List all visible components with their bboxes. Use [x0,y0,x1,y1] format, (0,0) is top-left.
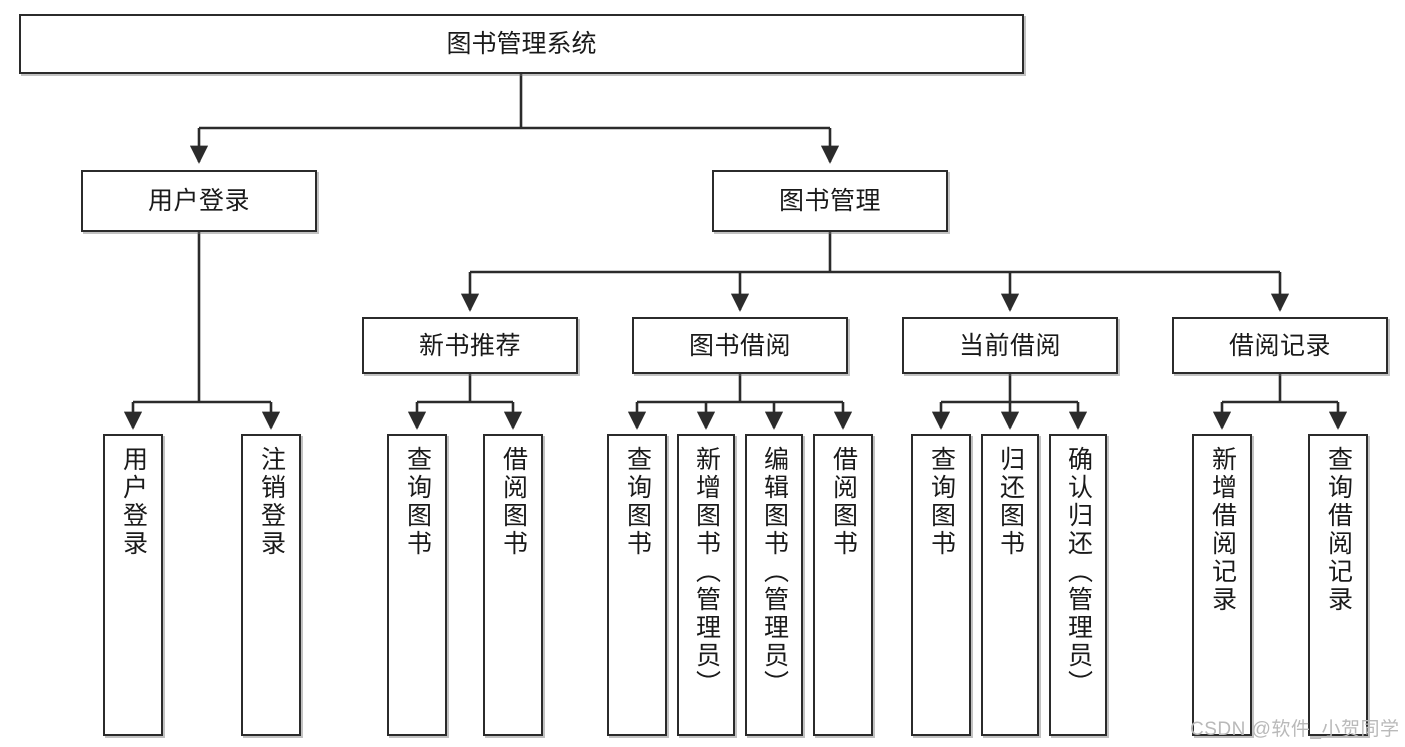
leaf-query-book-2[interactable]: 查询图书 [607,434,667,736]
node-root-label: 图书管理系统 [446,30,597,58]
leaf-query-book-1-label: 查询图书 [403,446,432,558]
leaf-query-book-3-label: 查询图书 [927,446,956,558]
leaf-add-record-label: 新增借阅记录 [1208,446,1237,614]
node-borrow-record[interactable]: 借阅记录 [1172,317,1388,374]
node-borrow-record-label: 借阅记录 [1228,331,1331,360]
leaf-borrow-book-1-label: 借阅图书 [499,446,528,558]
leaf-add-book[interactable]: 新增图书（管理员） [677,434,735,736]
node-user-login-label: 用户登录 [147,187,250,215]
leaf-add-book-label: 新增图书（管理员） [692,446,721,698]
leaf-confirm-return-label: 确认归还（管理员） [1064,446,1093,698]
leaf-edit-book-label: 编辑图书（管理员） [760,446,789,698]
leaf-edit-book[interactable]: 编辑图书（管理员） [745,434,803,736]
node-book-manage[interactable]: 图书管理 [712,170,948,232]
leaf-add-record[interactable]: 新增借阅记录 [1192,434,1252,736]
node-new-book-rec[interactable]: 新书推荐 [362,317,578,374]
leaf-query-book-1[interactable]: 查询图书 [387,434,447,736]
leaf-logout-label: 注销登录 [257,446,286,558]
csdn-watermark: CSDN @软件_小贺同学 [1190,719,1400,740]
leaf-return-book-label: 归还图书 [996,446,1025,558]
leaf-query-record[interactable]: 查询借阅记录 [1308,434,1368,736]
leaf-user-login-label: 用户登录 [119,446,148,558]
node-root[interactable]: 图书管理系统 [19,14,1024,74]
leaf-query-book-3[interactable]: 查询图书 [911,434,971,736]
node-current-borrow-label: 当前借阅 [958,331,1061,360]
leaf-logout[interactable]: 注销登录 [241,434,301,736]
node-current-borrow[interactable]: 当前借阅 [902,317,1118,374]
node-user-login[interactable]: 用户登录 [81,170,317,232]
node-book-borrow-label: 图书借阅 [688,331,791,360]
node-new-book-rec-label: 新书推荐 [418,331,521,360]
leaf-query-record-label: 查询借阅记录 [1324,446,1353,614]
leaf-borrow-book-2[interactable]: 借阅图书 [813,434,873,736]
leaf-user-login[interactable]: 用户登录 [103,434,163,736]
node-book-manage-label: 图书管理 [778,187,881,215]
leaf-query-book-2-label: 查询图书 [623,446,652,558]
leaf-borrow-book-2-label: 借阅图书 [829,446,858,558]
node-book-borrow[interactable]: 图书借阅 [632,317,848,374]
leaf-return-book[interactable]: 归还图书 [981,434,1039,736]
leaf-borrow-book-1[interactable]: 借阅图书 [483,434,543,736]
leaf-confirm-return[interactable]: 确认归还（管理员） [1049,434,1107,736]
